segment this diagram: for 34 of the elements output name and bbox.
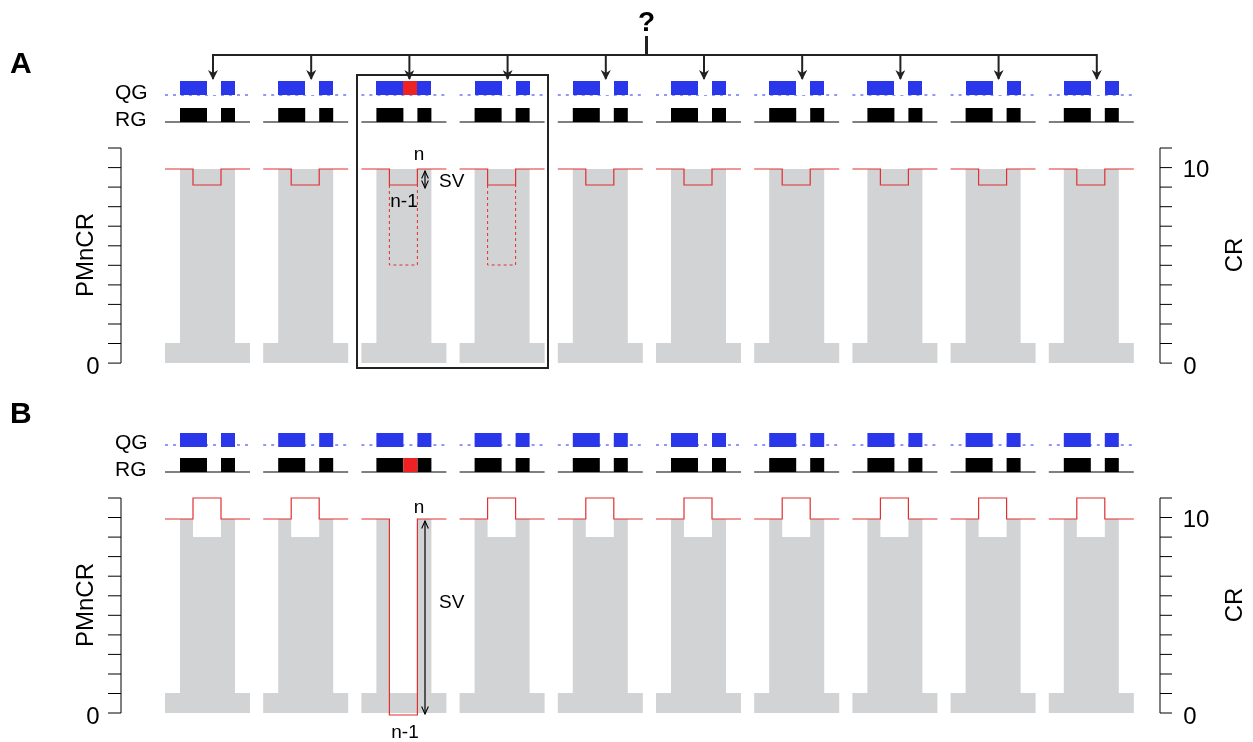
arrow (645, 35, 1102, 80)
cue-bar (474, 81, 530, 95)
trial-label: n (413, 496, 425, 516)
axis-tick-label: 10 (1182, 157, 1210, 181)
axis-title: PMnCR (73, 213, 97, 297)
row-label: QG (115, 81, 148, 102)
dimension-label: SV (439, 592, 465, 611)
panel-letter: B (10, 398, 32, 428)
axis-tick-label: 0 (1183, 354, 1197, 378)
axis-title: CR (1222, 587, 1246, 623)
axis-title: PMnCR (73, 563, 97, 647)
axis-tick-label: 0 (86, 704, 100, 728)
cue-bar (867, 81, 923, 95)
axis-tick-label: 0 (1183, 704, 1197, 728)
trial-label: n-1 (390, 190, 418, 210)
cue-bar (1063, 81, 1119, 95)
row-label: RG (115, 458, 147, 479)
cue-bar (180, 81, 235, 95)
cue-bar (278, 81, 334, 95)
axis-title: CR (1222, 237, 1246, 273)
trial-label: n-1 (391, 721, 419, 741)
trial-label: n (413, 143, 425, 163)
cue-bar (572, 81, 628, 95)
cue-bar (769, 81, 825, 95)
axis-tick-label: 0 (86, 354, 100, 378)
row-label: QG (115, 431, 148, 452)
row-label: RG (115, 108, 147, 129)
dimension-label: SV (439, 171, 465, 190)
cue-bar (965, 81, 1021, 95)
cue-bar (376, 81, 432, 95)
question-mark-text: ? (638, 8, 656, 36)
axis-tick-label: 10 (1182, 507, 1210, 531)
panel-letter: A (10, 48, 32, 78)
cue-bar (671, 81, 726, 95)
